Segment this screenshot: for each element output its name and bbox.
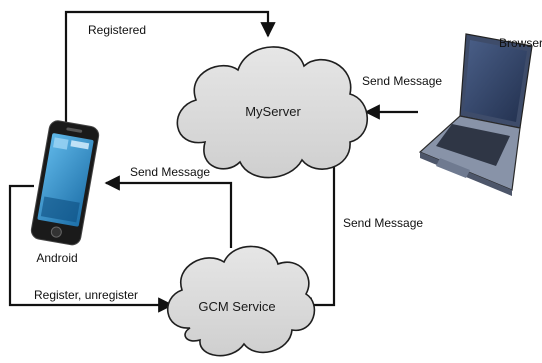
edge-gcm-to-android (104, 175, 233, 248)
edge-registered (64, 10, 276, 122)
browser-label: Browser (499, 36, 542, 50)
edge-label-gcm-to-android: Send Message (130, 165, 210, 179)
myserver-label: MyServer (245, 104, 301, 119)
edge-android-to-gcm (8, 184, 174, 313)
laptop-icon (418, 33, 533, 196)
myserver-cloud: MyServer (176, 46, 369, 179)
edge-label-server-to-gcm: Send Message (343, 216, 423, 230)
gcm-service-cloud: GCM Service (167, 245, 316, 357)
edge-label-registered: Registered (88, 23, 146, 37)
gcm-service-label: GCM Service (198, 299, 275, 314)
edge-label-browser-to-server: Send Message (362, 74, 442, 88)
android-label: Android (36, 251, 77, 265)
android-phone-icon (30, 120, 100, 246)
edge-label-android-to-gcm: Register, unregister (34, 288, 138, 302)
